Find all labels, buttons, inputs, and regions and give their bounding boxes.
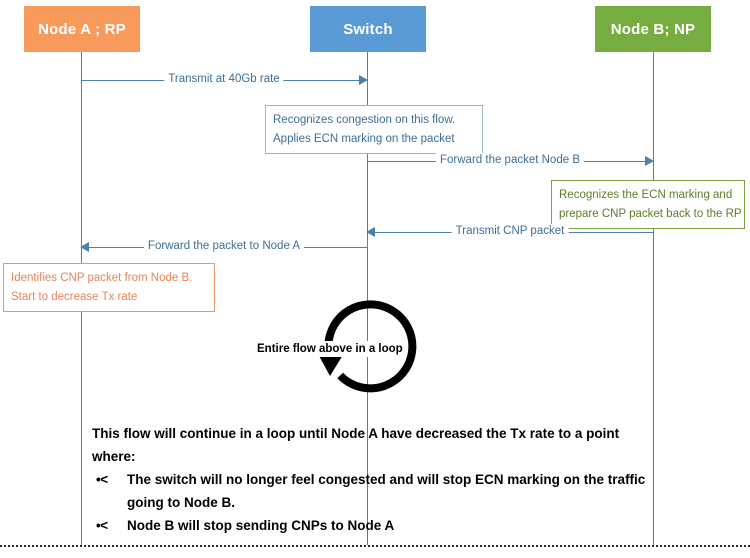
message-forward-packet-node-a[interactable]: Forward the packet to Node A	[80, 239, 367, 255]
bottom-divider	[0, 545, 750, 547]
note-line-1: Identifies CNP packet from Node B.	[11, 272, 193, 284]
message-transmit-cnp-packet[interactable]: Transmit CNP packet	[366, 224, 653, 240]
arrowhead-right-icon	[645, 156, 654, 166]
summary-paragraph: This flow will continue in a loop until …	[92, 426, 620, 464]
note-line-2: Start to decrease Tx rate	[11, 291, 138, 303]
actor-box-node-a[interactable]: Node A ; RP	[24, 6, 140, 52]
arrowhead-right-icon	[359, 75, 368, 85]
message-forward-packet-node-b[interactable]: Forward the packet Node B	[367, 153, 654, 169]
actor-label-node-a: Node A ; RP	[38, 20, 126, 38]
actor-box-node-b[interactable]: Node B; NP	[595, 6, 711, 52]
lifeline-switch	[367, 52, 368, 545]
arrowhead-left-icon	[366, 227, 375, 237]
summary-bullet-list: •< The switch will no longer feel conges…	[92, 468, 647, 537]
message-label: Forward the packet to Node A	[143, 239, 305, 254]
message-label: Transmit at 40Gb rate	[164, 72, 284, 87]
actor-box-switch[interactable]: Switch	[310, 6, 426, 52]
lifeline-node-b	[653, 52, 654, 545]
list-item-text: The switch will no longer feel congested…	[127, 472, 646, 510]
note-line-1: Recognizes congestion on this flow.	[273, 114, 456, 126]
message-transmit-40gb[interactable]: Transmit at 40Gb rate	[81, 72, 368, 88]
message-label: Forward the packet Node B	[436, 153, 584, 168]
note-line-2: Applies ECN marking on the packet	[273, 133, 455, 145]
list-item: •< Node B will stop sending CNPs to Node…	[92, 514, 647, 537]
list-item-text: Node B will stop sending CNPs to Node A	[127, 518, 395, 533]
message-label: Transmit CNP packet	[451, 224, 569, 239]
bullet-glyph-icon: •<	[96, 518, 108, 533]
loop-label: Entire flow above in a loop	[254, 341, 406, 357]
note-line-2: prepare CNP packet back to the RP	[559, 208, 742, 220]
actor-label-switch: Switch	[343, 20, 393, 38]
note-line-1: Recognizes the ECN marking and	[559, 189, 733, 201]
note-node-a-cnp: Identifies CNP packet from Node B. Start…	[3, 263, 215, 312]
arrowhead-left-icon	[80, 242, 89, 252]
list-item: •< The switch will no longer feel conges…	[92, 468, 647, 514]
actor-label-node-b: Node B; NP	[610, 20, 696, 38]
bullet-glyph-icon: •<	[96, 472, 108, 487]
summary-text-block: This flow will continue in a loop until …	[92, 422, 647, 537]
note-switch-congestion: Recognizes congestion on this flow. Appl…	[265, 105, 483, 154]
note-node-b-ecn: Recognizes the ECN marking and prepare C…	[551, 180, 745, 229]
